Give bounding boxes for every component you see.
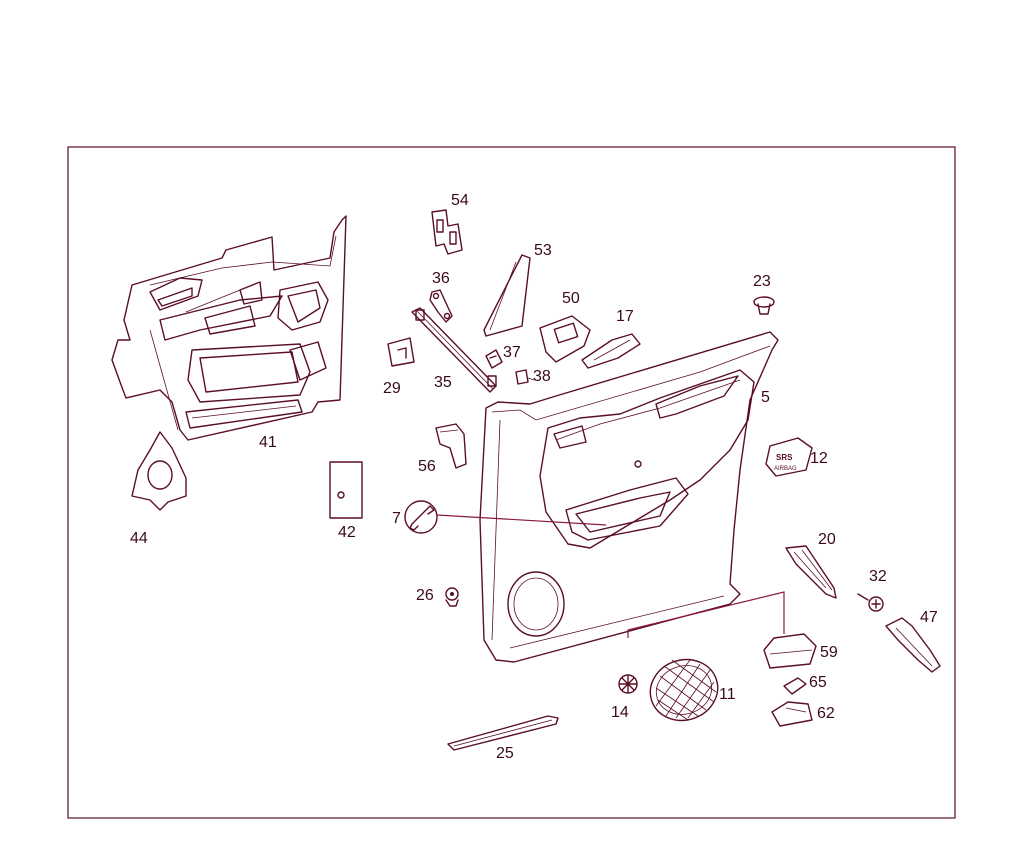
part-50-handle-bezel [539,315,591,363]
part-56-bracket [435,423,467,469]
label-41: 41 [259,434,277,451]
part-38-plug [515,369,535,385]
part-20-bracket [785,545,837,599]
label-7: 7 [392,510,401,527]
part-37-clip [485,349,503,369]
part-54-bracket [431,209,463,255]
part-26-push-clip [445,587,459,607]
part-14-rosette [618,674,638,694]
label-20: 20 [818,531,836,548]
part-59-switch-housing [763,633,817,669]
part-36-bracket [429,289,453,323]
part-44-gasket [131,431,187,511]
label-62: 62 [817,705,835,722]
label-5: 5 [761,389,770,406]
label-56: 56 [418,458,436,475]
part-12-srs-airbag-badge: SRS AIRBAG [765,437,813,477]
label-32: 32 [869,568,887,585]
label-25: 25 [496,745,514,762]
svg-text:SRS: SRS [776,453,793,462]
leader-line-7 [436,514,607,526]
part-65-plug [783,677,807,695]
part-47-trim-strip [885,617,941,673]
label-50: 50 [562,290,580,307]
part-35-rod [411,307,497,393]
part-62-clip [771,701,813,727]
part-17-pull-handle [581,333,641,369]
label-14: 14 [611,704,629,721]
label-44: 44 [130,530,148,547]
label-36: 36 [432,270,450,287]
part-41-insulation-mat [111,215,347,441]
part-29-clip [387,337,415,367]
part-32-screw [857,593,884,612]
diagram-frame [67,146,956,819]
label-38: 38 [533,368,551,385]
label-11: 11 [719,686,736,703]
label-12: 12 [810,450,828,467]
wrench-icon [404,500,438,534]
speaker-grille-icon [649,658,719,722]
part-53-corner-trim [483,254,531,337]
label-65: 65 [809,674,827,691]
label-35: 35 [434,374,452,391]
label-53: 53 [534,242,552,259]
part-5-door-trim-panel [479,331,779,663]
label-26: 26 [416,587,434,604]
label-29: 29 [383,380,401,397]
label-47: 47 [920,609,938,626]
label-42: 42 [338,524,356,541]
label-37: 37 [503,344,521,361]
label-54: 54 [451,192,469,209]
label-17: 17 [616,308,634,325]
label-23: 23 [753,273,771,290]
part-25-sill-strip [447,715,559,751]
part-23-cap [753,296,775,315]
part-42-pad [329,461,363,519]
leader-line-59 [627,591,785,638]
label-59: 59 [820,644,838,661]
svg-text:AIRBAG: AIRBAG [774,466,797,472]
